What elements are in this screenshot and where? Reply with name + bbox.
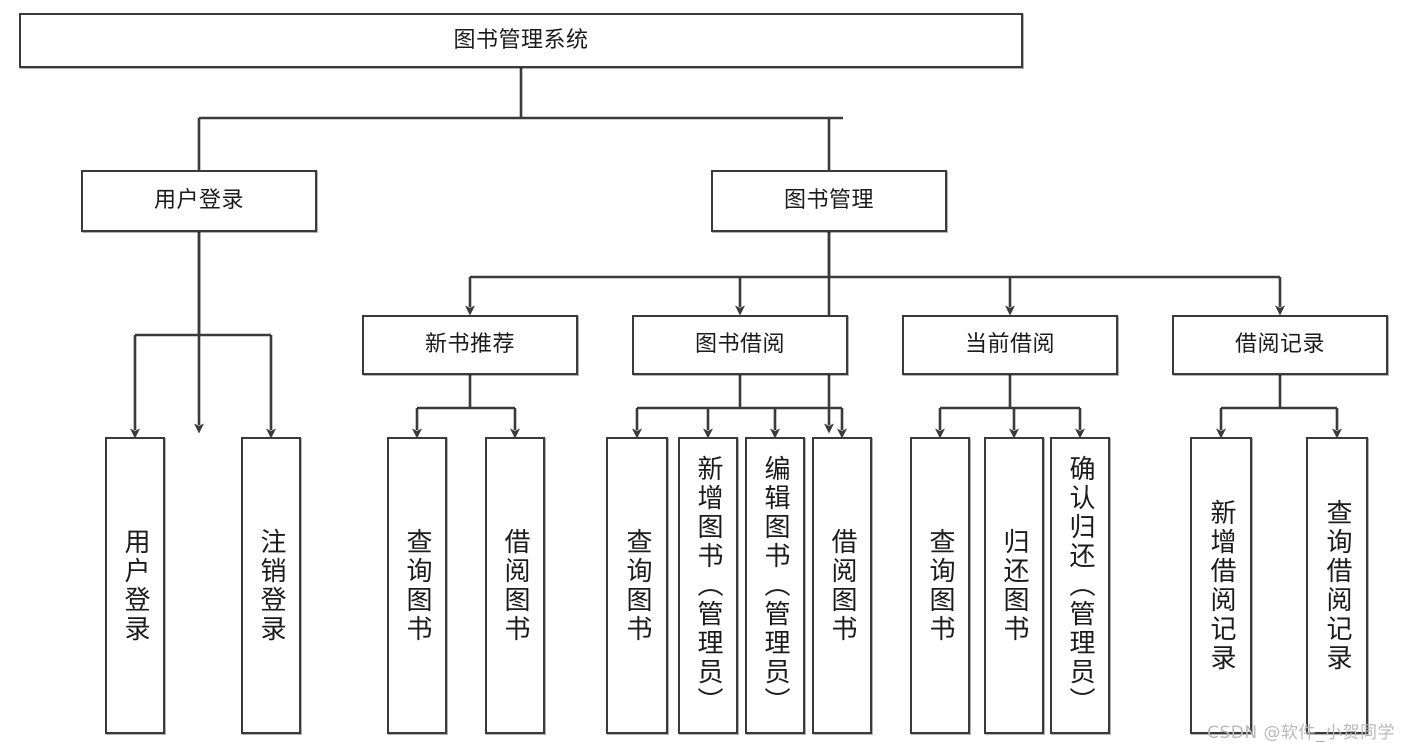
node-current-borrow-label: 当前借阅 [964,332,1055,358]
leaf-borrow-book-bor[interactable]: 借阅图书 [812,437,872,734]
leaf-query-book-cur-label: 查询图书 [925,527,955,644]
leaf-user-login[interactable]: 用户登录 [105,437,165,734]
node-book-borrow-label: 图书借阅 [694,332,785,358]
node-book-manage[interactable]: 图书管理 [711,170,947,232]
node-new-book-rec-label: 新书推荐 [424,332,515,358]
leaf-query-record[interactable]: 查询借阅记录 [1306,437,1368,734]
leaf-return-book[interactable]: 归还图书 [984,437,1044,734]
node-book-borrow[interactable]: 图书借阅 [632,315,848,375]
leaf-add-record-label: 新增借阅记录 [1206,498,1236,673]
leaf-edit-book-label: 编辑图书（管理员） [760,455,790,716]
node-book-manage-label: 图书管理 [783,188,874,214]
node-user-login-label: 用户登录 [153,188,244,214]
leaf-logout[interactable]: 注销登录 [241,437,301,734]
leaf-query-book-bor-label: 查询图书 [622,527,652,644]
leaf-query-book-cur[interactable]: 查询图书 [910,437,970,734]
leaf-add-book[interactable]: 新增图书（管理员） [678,437,738,734]
leaf-borrow-book-bor-label: 借阅图书 [827,527,857,644]
node-new-book-rec[interactable]: 新书推荐 [362,315,578,375]
leaf-edit-book[interactable]: 编辑图书（管理员） [745,437,805,734]
node-borrow-record[interactable]: 借阅记录 [1172,315,1388,375]
leaf-add-record[interactable]: 新增借阅记录 [1190,437,1252,734]
leaf-logout-label: 注销登录 [256,527,286,644]
leaf-add-book-label: 新增图书（管理员） [693,455,723,716]
leaf-query-book-rec[interactable]: 查询图书 [387,437,447,734]
leaf-query-book-bor[interactable]: 查询图书 [606,437,668,734]
leaf-confirm-return-label: 确认归还（管理员） [1065,455,1095,716]
leaf-confirm-return[interactable]: 确认归还（管理员） [1050,437,1110,734]
node-user-login[interactable]: 用户登录 [81,170,317,232]
node-current-borrow[interactable]: 当前借阅 [902,315,1118,375]
node-root[interactable]: 图书管理系统 [19,13,1023,68]
leaf-return-book-label: 归还图书 [999,527,1029,644]
leaf-user-login-label: 用户登录 [120,527,150,644]
leaf-borrow-book-rec[interactable]: 借阅图书 [485,437,545,734]
leaf-query-record-label: 查询借阅记录 [1322,498,1352,673]
leaf-borrow-book-rec-label: 借阅图书 [500,527,530,644]
leaf-query-book-rec-label: 查询图书 [402,527,432,644]
node-root-label: 图书管理系统 [453,27,589,53]
node-borrow-record-label: 借阅记录 [1234,332,1325,358]
